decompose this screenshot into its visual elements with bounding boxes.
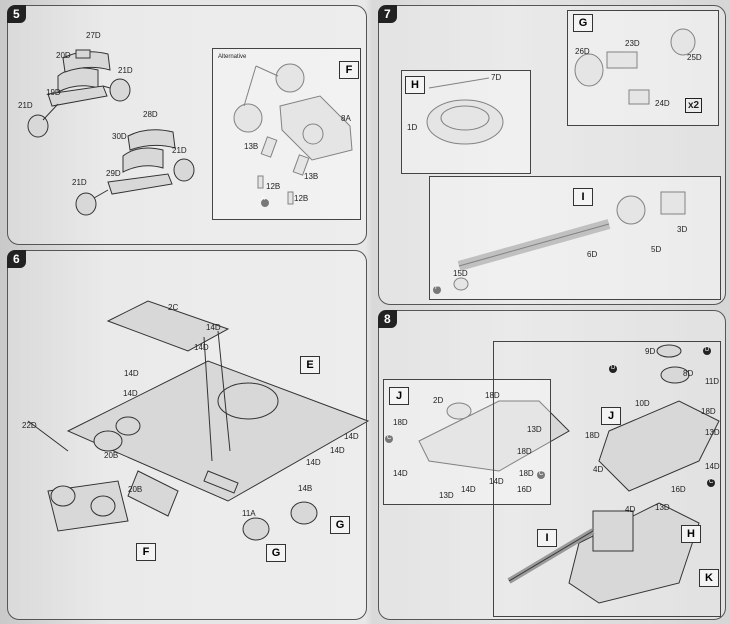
part-label: 20B [104,451,119,460]
part-label: 14D [124,369,139,378]
part-label: 30D [112,132,127,141]
part-label: 21D [118,66,133,75]
box-i-label: I [573,188,593,206]
part-label: 25D [687,53,702,62]
box-g-label: G [573,14,593,32]
reference-c: C [387,435,392,441]
step-6-panel: 6 E F G G 2C 14D 14D 14D 14D 22D 20B [7,250,370,620]
box-f-frame [212,48,361,220]
part-label: 26D [575,47,590,56]
step-5-drawing [27,49,353,216]
reference-f: F [435,285,439,291]
part-label: 5D [651,245,662,254]
part-label: 3D [677,225,688,234]
part-label: 13D [655,503,670,512]
part-label: 21D [18,101,33,110]
part-label: 14D [123,389,138,398]
part-label: 18D [517,447,532,456]
box-h-label: H [405,76,425,94]
part-label: 24D [655,99,670,108]
part-label: 19D [46,88,61,97]
part-label: 12B [294,194,309,203]
step-7-drawing [426,28,696,294]
box-f-label: F [339,61,359,79]
box-g-label: G [266,544,286,562]
part-label: 14D [489,477,504,486]
part-label: 4D [625,505,636,514]
part-label: 18D [485,391,500,400]
step-5-panel: 5 [7,5,367,245]
part-label: 20B [128,485,143,494]
step-number: 7 [378,5,397,23]
step-8-panel: 8 J J I H K 2D 18D 18D 13D 14D 18D [378,310,726,620]
part-label: 14D [206,323,221,332]
part-label: 20D [56,51,71,60]
part-label: 29D [106,169,121,178]
part-label: 13D [439,491,454,500]
box-j-label: J [601,407,621,425]
part-label: 18D [519,469,534,478]
box-h-label: H [681,525,701,543]
part-label: 28D [143,110,158,119]
part-label: 16D [671,485,686,494]
part-label: 14D [330,446,345,455]
part-label: 27D [86,31,101,40]
part-label: 18D [393,418,408,427]
box-j-label: J [389,387,409,405]
step-number: 8 [378,310,397,328]
part-label: 14D [461,485,476,494]
reference-c: C [539,471,544,477]
part-label: 4D [593,465,604,474]
step-6-drawing [27,300,370,541]
part-label: 13B [244,142,259,151]
part-label: 18D [585,431,600,440]
part-label: 11D [705,377,720,386]
part-label: 2C [168,303,179,312]
part-label: 13D [527,425,542,434]
part-label: 2D [433,396,444,405]
box-f-label: F [136,543,156,561]
part-label: 21D [72,178,87,187]
part-label: 9D [645,347,656,356]
part-label: 12B [266,182,281,191]
part-label: 14D [194,343,209,352]
part-label: 6D [587,250,598,259]
box-j-frame [383,379,551,505]
quantity-label: x2 [685,98,703,113]
step-number: 5 [7,5,26,23]
part-label: 14B [298,484,313,493]
part-label: 16D [517,485,532,494]
part-label: 13D [705,428,720,437]
part-label: 1D [407,123,418,132]
part-label: 10D [635,399,650,408]
box-g-label: G [330,516,350,534]
part-label: 23D [625,39,640,48]
reference-c: C [709,479,714,485]
box-i-label: I [537,529,557,547]
step-number: 6 [7,250,26,268]
reference-d: D [611,365,616,371]
part-label: 8A [341,114,351,123]
box-k-label: K [699,569,719,587]
part-label: 14D [306,458,321,467]
step-8-drawing [385,344,720,604]
part-label: 22D [22,421,37,430]
step-7-panel: 7 H G x2 I 7D 1D 26D 23D 25D 24D 3D [378,5,726,305]
alternative-label: Alternative [218,54,247,60]
part-label: 11A [242,509,256,518]
part-label: 21D [172,146,187,155]
part-label: 18D [701,407,716,416]
part-label: 14D [344,432,359,441]
part-label: 13B [304,172,319,181]
part-label: 15D [453,269,468,278]
box-main-frame [493,341,721,617]
part-label: 14D [393,469,408,478]
reference-d: D [705,347,710,353]
part-label: 7D [491,73,502,82]
part-label: 8D [683,369,694,378]
box-e-label: E [300,356,320,374]
reference-a: A [261,196,266,202]
part-label: 14D [705,462,720,471]
